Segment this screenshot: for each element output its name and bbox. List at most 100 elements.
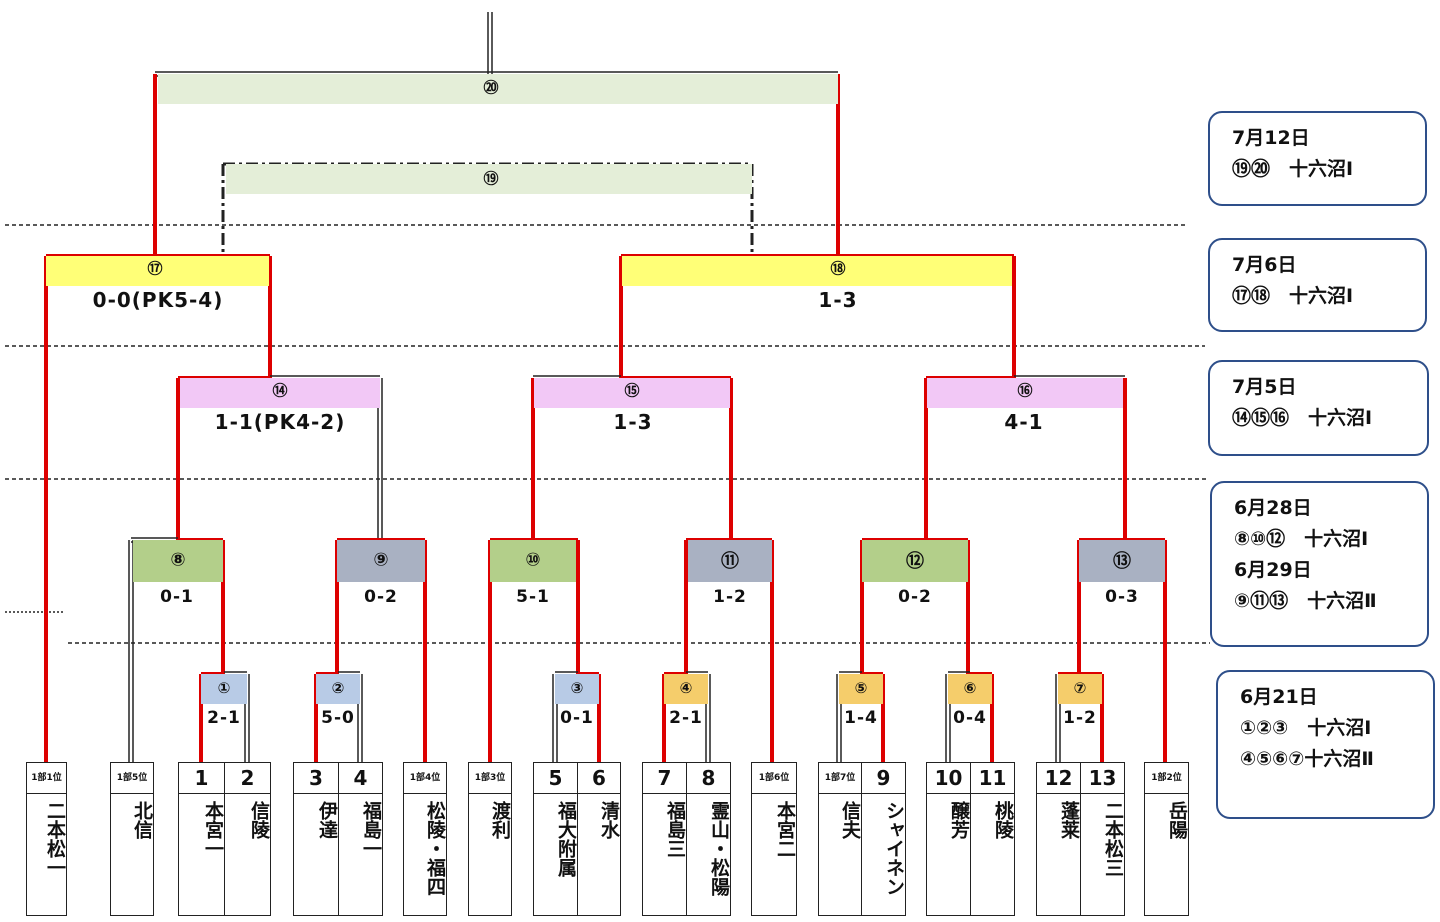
- team-box: 1部4位松陵・福四: [403, 762, 447, 916]
- team-box: 3 伊達: [293, 762, 339, 916]
- team-box: 13 二本松三: [1080, 762, 1125, 916]
- schedule-line: ⑭⑮⑯ 十六沼Ⅰ: [1232, 407, 1373, 429]
- match-15-number: ⑮: [624, 381, 640, 400]
- match-4-score: 2-1: [669, 708, 703, 728]
- team-box: 4 福島一: [338, 762, 383, 916]
- schedule-box: 6月28日 ⑧⑩⑫ 十六沼Ⅰ 6月29日 ⑨⑪⑬ 十六沼Ⅱ: [1210, 481, 1429, 647]
- r1-band-4: [664, 674, 708, 704]
- match-3-number: ③: [570, 679, 584, 697]
- team-box: 11 桃陵: [970, 762, 1015, 916]
- match-9-score: 0-2: [364, 587, 398, 607]
- team-box: 7 福島三: [642, 762, 687, 916]
- team-seed: 3: [294, 763, 338, 794]
- match-3-score: 0-1: [560, 708, 594, 728]
- r2-band-12: [862, 540, 968, 582]
- team-box: 1部3位渡利: [468, 762, 512, 916]
- team-name: 福島三: [664, 801, 686, 858]
- schedule-line: ⑰⑱ 十六沼Ⅰ: [1232, 285, 1354, 307]
- team-name: 二本松一: [44, 801, 66, 877]
- team-box: 6 清水: [577, 762, 621, 916]
- team-name: 伊達: [316, 801, 338, 839]
- team-name: 福島一: [360, 801, 382, 858]
- match-16-number: ⑯: [1017, 381, 1033, 400]
- match-7-number: ⑦: [1073, 679, 1087, 697]
- final-band: [158, 74, 838, 104]
- qf-band-14: [180, 378, 380, 408]
- r1-band-2: [316, 674, 360, 704]
- team-seed: 13: [1081, 763, 1124, 794]
- team-name: 桃陵: [992, 801, 1014, 839]
- schedule-line: ④⑤⑥⑦十六沼Ⅱ: [1240, 748, 1374, 770]
- team-seed: 1部3位: [469, 763, 511, 794]
- team-box: 1部2位岳陽: [1144, 762, 1189, 916]
- team-box: 1部1位二本松一: [26, 762, 67, 916]
- r1-band-3: [555, 674, 599, 704]
- schedule-line: ⑲⑳ 十六沼Ⅰ: [1232, 158, 1354, 180]
- match-2-score: 5-0: [321, 708, 355, 728]
- match-13-score: 0-3: [1105, 587, 1139, 607]
- r1-band-5: [839, 674, 883, 704]
- schedule-line: 6月21日: [1240, 686, 1318, 708]
- match-6-number: ⑥: [963, 679, 977, 697]
- team-name: 北信: [131, 801, 153, 839]
- team-seed: 7: [643, 763, 686, 794]
- team-name: 岳陽: [1166, 801, 1188, 839]
- match-5-score: 1-4: [844, 708, 878, 728]
- semi-band-17: [46, 256, 269, 286]
- third-place-band: [226, 164, 752, 194]
- team-name: 渡利: [489, 801, 511, 839]
- team-seed: 4: [339, 763, 382, 794]
- r2-band-10: [490, 540, 576, 582]
- match-14-number: ⑭: [272, 381, 288, 400]
- r2-band-13: [1079, 540, 1165, 582]
- team-name: 蓬莱: [1058, 801, 1080, 839]
- schedule-line: 7月5日: [1232, 376, 1297, 398]
- team-name: 福大附属: [555, 801, 577, 877]
- team-name: シャイネン: [883, 801, 905, 896]
- match-1-score: 2-1: [207, 708, 241, 728]
- team-name: 霊山・松陽: [708, 801, 730, 896]
- qf-band-15: [534, 378, 730, 408]
- match-12-score: 0-2: [898, 587, 932, 607]
- team-name: 清水: [598, 801, 620, 839]
- r1-band-1: [201, 674, 247, 704]
- match-11-score: 1-2: [713, 587, 747, 607]
- team-box: 1部5位北信: [110, 762, 154, 916]
- team-seed: 6: [578, 763, 620, 794]
- schedule-box: 7月5日 ⑭⑮⑯ 十六沼Ⅰ: [1208, 360, 1429, 456]
- match-10-number: ⑩: [525, 549, 541, 571]
- match-10-score: 5-1: [516, 587, 550, 607]
- team-seed: 2: [225, 763, 270, 794]
- schedule-line: ①②③ 十六沼Ⅰ: [1240, 717, 1372, 739]
- schedule-line: 7月6日: [1232, 254, 1297, 276]
- team-seed: 1部2位: [1145, 763, 1188, 794]
- match-18-number: ⑱: [830, 259, 846, 278]
- team-box: 1 本宮一: [178, 762, 225, 916]
- match-12-number: ⑫: [906, 551, 924, 572]
- r1-band-7: [1058, 674, 1102, 704]
- team-name: 信夫: [839, 801, 861, 839]
- match-16-score: 4-1: [1004, 410, 1044, 434]
- schedule-line: 6月29日: [1234, 559, 1312, 581]
- r2-band-11: [688, 540, 772, 582]
- team-name: 信陵: [248, 801, 270, 839]
- schedule-box: 7月6日 ⑰⑱ 十六沼Ⅰ: [1208, 238, 1427, 332]
- match-5-number: ⑤: [854, 679, 868, 697]
- team-seed: 11: [971, 763, 1014, 794]
- team-seed: 1: [179, 763, 224, 794]
- match-11-number: ⑪: [721, 551, 739, 572]
- qf-band-16: [927, 378, 1123, 408]
- r2-band-8: [133, 540, 223, 582]
- r1-band-6: [948, 674, 992, 704]
- team-name: 本宮一: [202, 801, 224, 858]
- schedule-box: 7月12日 ⑲⑳ 十六沼Ⅰ: [1208, 111, 1427, 206]
- schedule-box: 6月21日 ①②③ 十六沼Ⅰ ④⑤⑥⑦十六沼Ⅱ: [1216, 670, 1435, 819]
- team-name: 松陵・福四: [424, 801, 446, 896]
- team-name: 二本松三: [1102, 801, 1124, 877]
- match-17-score: 0-0(PK5-4): [92, 288, 224, 312]
- match-1-number: ①: [217, 679, 231, 697]
- team-seed: 1部6位: [752, 763, 796, 794]
- match-8-number: ⑧: [170, 549, 186, 571]
